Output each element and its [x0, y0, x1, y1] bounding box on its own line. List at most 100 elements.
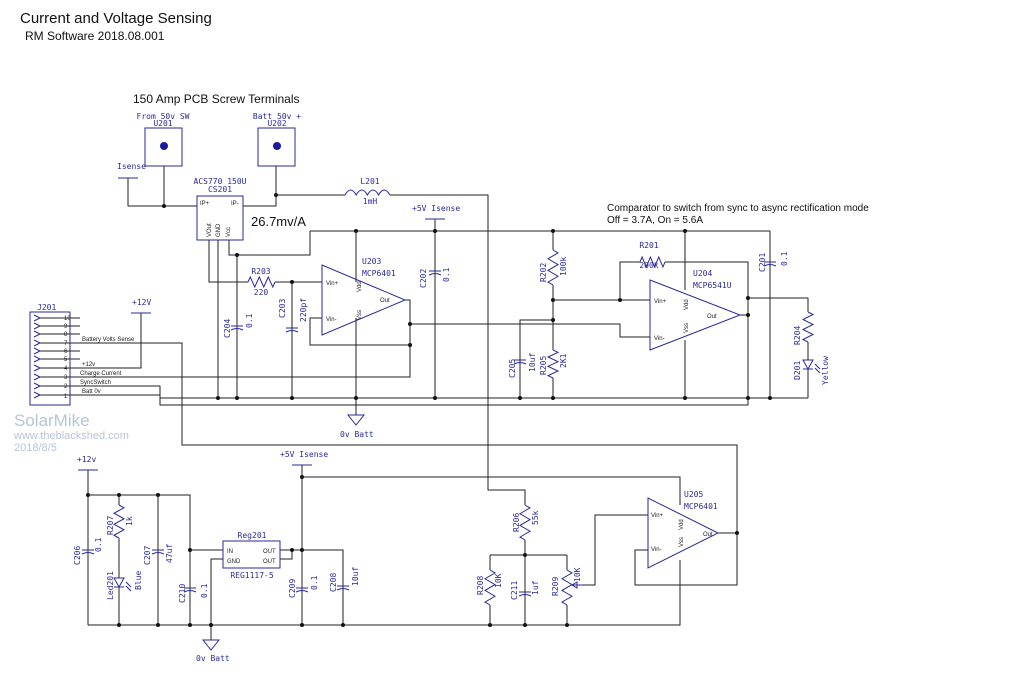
reg201-pin-out1: OUT: [263, 549, 276, 555]
resistor-symbol: [247, 275, 276, 289]
c201-ref: C201: [758, 253, 767, 272]
signal-battery-volts-sense: Battery Volts Sense: [82, 337, 135, 343]
junction: [156, 623, 160, 627]
j201-pin: 10: [64, 316, 71, 322]
opamp-u203: [321, 264, 407, 336]
wire: [619, 261, 640, 300]
current-gain-note: 26.7mv/A: [251, 214, 306, 229]
j201-pin: 4: [64, 366, 68, 372]
junction: [354, 396, 358, 400]
terminals-heading: 150 Amp PCB Screw Terminals: [133, 92, 300, 106]
r201-value: 200k: [639, 261, 658, 270]
wire: [80, 313, 142, 369]
wire: [519, 319, 553, 398]
junction: [162, 204, 166, 208]
reg201-value: REG1117-5: [230, 571, 274, 580]
junction: [768, 396, 772, 400]
j201-pin: 2: [64, 384, 68, 390]
c209-ref: C209: [288, 579, 297, 598]
junction: [209, 623, 213, 627]
connector-pin: [33, 355, 42, 363]
net-5v-top: +5V Isense: [412, 204, 460, 213]
wire: [410, 323, 650, 338]
net-12v-top: +12V: [132, 298, 151, 307]
connector-pin: [33, 364, 42, 372]
capacitor-symbol: [518, 591, 532, 597]
page-title: Current and Voltage Sensing: [20, 10, 212, 27]
r203-ref: R203: [251, 267, 270, 276]
r206-value: 55k: [531, 510, 540, 525]
capacitor-symbol: [428, 270, 442, 276]
c211-ref: C211: [510, 581, 519, 600]
wire: [80, 342, 738, 533]
u203-value: MCP6401: [362, 269, 396, 278]
resistor-symbol: [484, 569, 496, 606]
u202-value: Batt 50v +: [253, 112, 301, 121]
connector-pin: [33, 322, 42, 330]
wire: [88, 494, 191, 625]
u204-value: MCP6541U: [693, 281, 732, 290]
led-symbol: [113, 577, 132, 592]
ground-symbol: [201, 639, 221, 651]
wire: [302, 549, 344, 625]
u203-out: Out: [380, 298, 390, 304]
junction: [433, 396, 437, 400]
c205-ref: C205: [508, 359, 517, 378]
connector-pin: [33, 391, 42, 399]
led201-ref: Led201: [106, 571, 115, 600]
u204-vss: Vss: [684, 323, 690, 333]
junction: [433, 229, 437, 233]
r202-value: 100k: [559, 257, 568, 276]
junction: [341, 623, 345, 627]
net-5v-bottom: +5V Isense: [280, 450, 328, 459]
r209-ref: R209: [551, 577, 560, 596]
c203-ref: C203: [278, 299, 287, 318]
wire: [208, 240, 248, 283]
d201-ref: D201: [793, 361, 802, 380]
resistor-symbol: [639, 255, 666, 269]
j201-pin: 1: [64, 394, 68, 400]
wire: [634, 533, 738, 586]
net-gnd-top: 0v Batt: [340, 430, 374, 439]
capacitor-symbol: [336, 585, 350, 591]
terminal-screw: [273, 142, 281, 150]
junction: [551, 396, 555, 400]
c206-value: 0.1: [94, 537, 103, 552]
r202-ref: R202: [539, 263, 548, 282]
ground-symbol: [346, 414, 366, 426]
wire: [309, 317, 410, 346]
component-symbols: [29, 127, 821, 651]
resistor-symbol: [561, 569, 573, 606]
capacitor-symbol: [285, 327, 299, 333]
signal-batt-0v: Batt 0v: [82, 389, 101, 395]
wires: [40, 166, 809, 640]
u203-ref: U203: [362, 257, 381, 266]
junction: [746, 313, 750, 317]
net-gnd-bottom: 0v Batt: [196, 654, 230, 663]
wire: [665, 261, 749, 398]
c201-value: 0.1: [780, 251, 789, 266]
connector-pin: [33, 339, 42, 347]
connector-pin: [33, 347, 42, 355]
u205-vdd: Vdd: [679, 519, 685, 530]
capacitor-symbol: [763, 261, 777, 267]
junction: [188, 623, 192, 627]
u201-ref: U201: [153, 119, 172, 128]
wire: [228, 231, 311, 256]
wire: [748, 297, 809, 312]
c209-value: 0.1: [310, 575, 319, 590]
u204-ref: U204: [693, 269, 712, 278]
capacitor-symbol: [183, 587, 197, 593]
junction: [216, 396, 220, 400]
c210-value: 0.1: [200, 583, 209, 598]
j201-pin: 6: [64, 349, 68, 355]
u203-vinp: Vin+: [326, 281, 339, 287]
r208-ref: R208: [476, 576, 485, 595]
net-12v-bottom: +12v: [77, 455, 96, 464]
u201-value: From 50v SW: [137, 112, 190, 121]
cs201-pin-vout: VOut: [207, 223, 213, 237]
terminal-u202: [257, 127, 296, 167]
c207-value: 47uf: [165, 544, 174, 563]
j201-pin: 8: [64, 332, 68, 338]
